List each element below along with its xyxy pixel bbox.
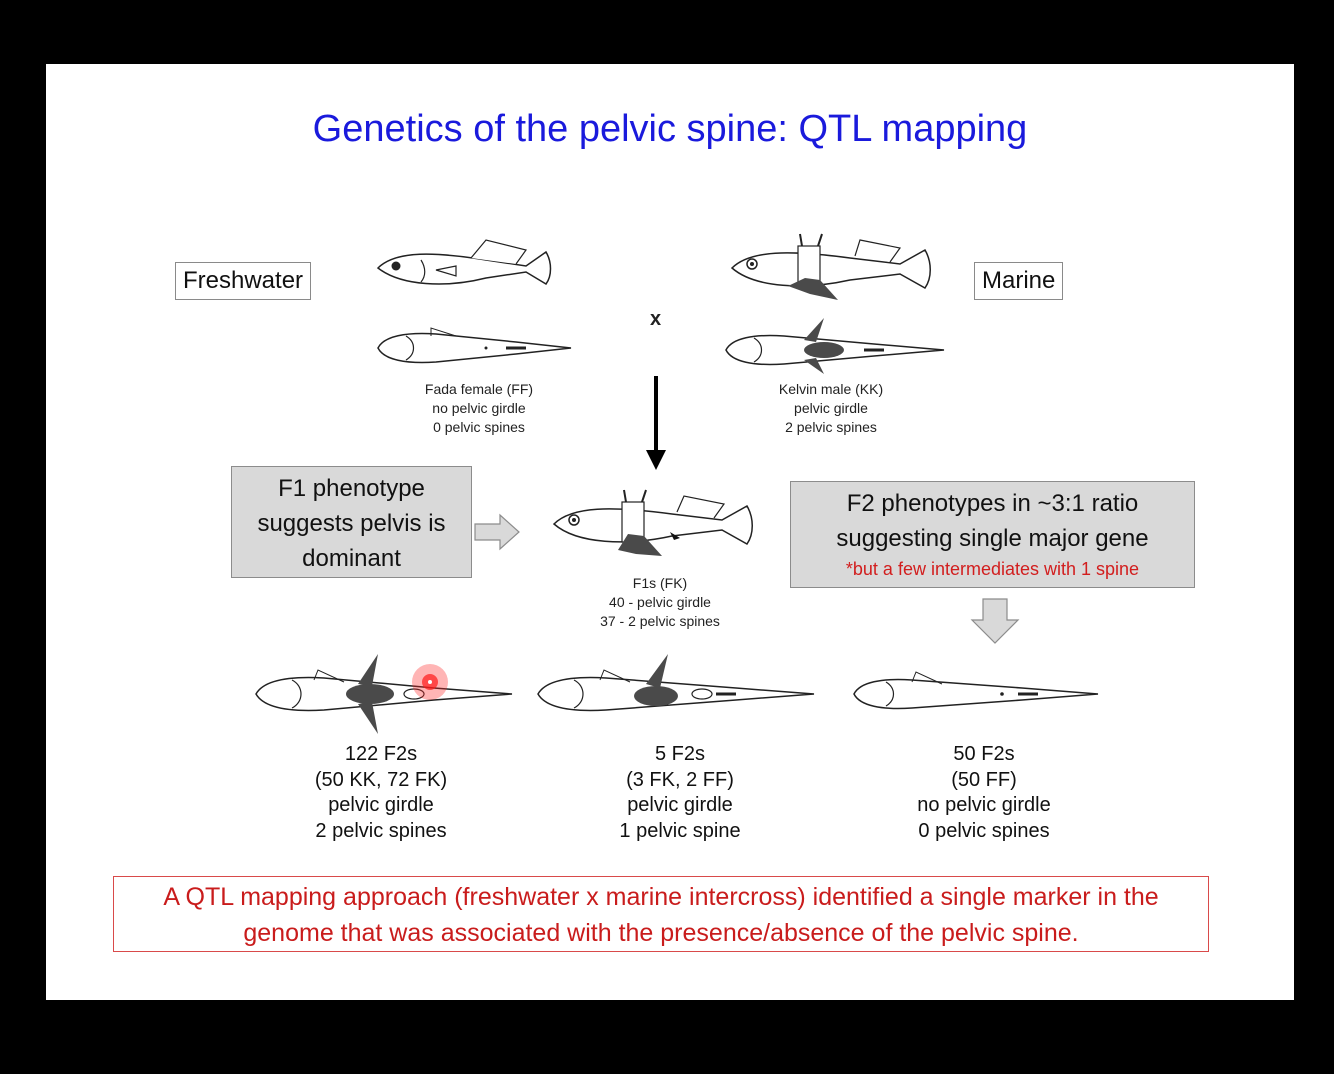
slide: Genetics of the pelvic spine: QTL mappin… [46, 64, 1294, 1000]
f1-phenotype-box: F1 phenotype suggests pelvis is dominant [231, 466, 472, 578]
f1-caption-line: 40 - pelvic girdle [609, 594, 711, 610]
f2-group-one-spine: 5 F2s (3 FK, 2 FF) pelvic girdle 1 pelvi… [573, 742, 787, 844]
f2-group-line: 122 F2s [344, 743, 418, 765]
f2-group-line: pelvic girdle [328, 794, 434, 816]
f2-phenotype-box: F2 phenotypes in ~3:1 ratio suggesting s… [790, 481, 1195, 588]
f2-group-line: no pelvic girdle [917, 794, 1051, 816]
female-caption-line: no pelvic girdle [432, 400, 526, 416]
f2-fish-one-spine-icon [537, 654, 815, 712]
right-arrow-icon [474, 513, 520, 551]
freshwater-label: Freshwater [175, 262, 312, 300]
f2-box-line: F2 phenotypes in ~3:1 ratio [846, 490, 1139, 517]
female-caption-line: Fada female (FF) [424, 381, 534, 397]
f2-group-line: pelvic girdle [627, 794, 733, 816]
f1-fish-side-icon [552, 489, 753, 556]
f2-group-line: (50 KK, 72 FK) [314, 768, 448, 791]
f1-box-line: suggests pelvis is [257, 510, 446, 537]
f2-group-line: 5 F2s [654, 743, 706, 765]
f2-fish-two-spines-icon [255, 654, 513, 734]
male-caption-line: Kelvin male (KK) [778, 381, 884, 397]
marine-label: Marine [974, 262, 1064, 300]
f2-group-line: 50 F2s [953, 743, 1015, 765]
f2-group-line: 0 pelvic spines [918, 819, 1050, 842]
freshwater-fish-side-icon [376, 239, 552, 285]
f2-group-line: 2 pelvic spines [315, 819, 447, 842]
female-caption-line: 0 pelvic spines [433, 419, 525, 435]
f2-group-two-spines: 122 F2s (50 KK, 72 FK) pelvic girdle 2 p… [274, 742, 488, 844]
f1-box-line: dominant [302, 545, 401, 572]
f2-group-line: 1 pelvic spine [619, 819, 741, 842]
f1-box-line: F1 phenotype [278, 475, 425, 502]
f2-group-line: (3 FK, 2 FF) [626, 768, 734, 791]
male-caption-line: 2 pelvic spines [785, 419, 877, 435]
f1-caption-line: F1s (FK) [632, 575, 688, 591]
f1-caption-line: 37 - 2 pelvic spines [600, 613, 720, 629]
down-arrow-icon [646, 376, 666, 470]
freshwater-fish-ventral-icon [377, 327, 572, 364]
female-caption: Fada female (FF) no pelvic girdle 0 pelv… [386, 380, 572, 437]
f1-caption: F1s (FK) 40 - pelvic girdle 37 - 2 pelvi… [570, 574, 750, 631]
male-caption: Kelvin male (KK) pelvic girdle 2 pelvic … [738, 380, 924, 437]
marine-fish-side-icon [730, 233, 931, 300]
male-caption-line: pelvic girdle [794, 400, 868, 416]
f2-box-note: *but a few intermediates with 1 spine [845, 559, 1140, 579]
down-arrow-grey-icon [970, 598, 1020, 644]
slide-title: Genetics of the pelvic spine: QTL mappin… [312, 108, 1028, 150]
cross-symbol: x [650, 308, 662, 330]
f2-fish-no-spine-icon [853, 671, 1099, 710]
f2-group-no-spine: 50 F2s (50 FF) no pelvic girdle 0 pelvic… [877, 742, 1091, 844]
f2-box-line: suggesting single major gene [836, 525, 1149, 552]
conclusion-box: A QTL mapping approach (freshwater x mar… [113, 876, 1209, 952]
marine-fish-ventral-icon [725, 318, 945, 374]
f2-group-line: (50 FF) [951, 768, 1017, 791]
